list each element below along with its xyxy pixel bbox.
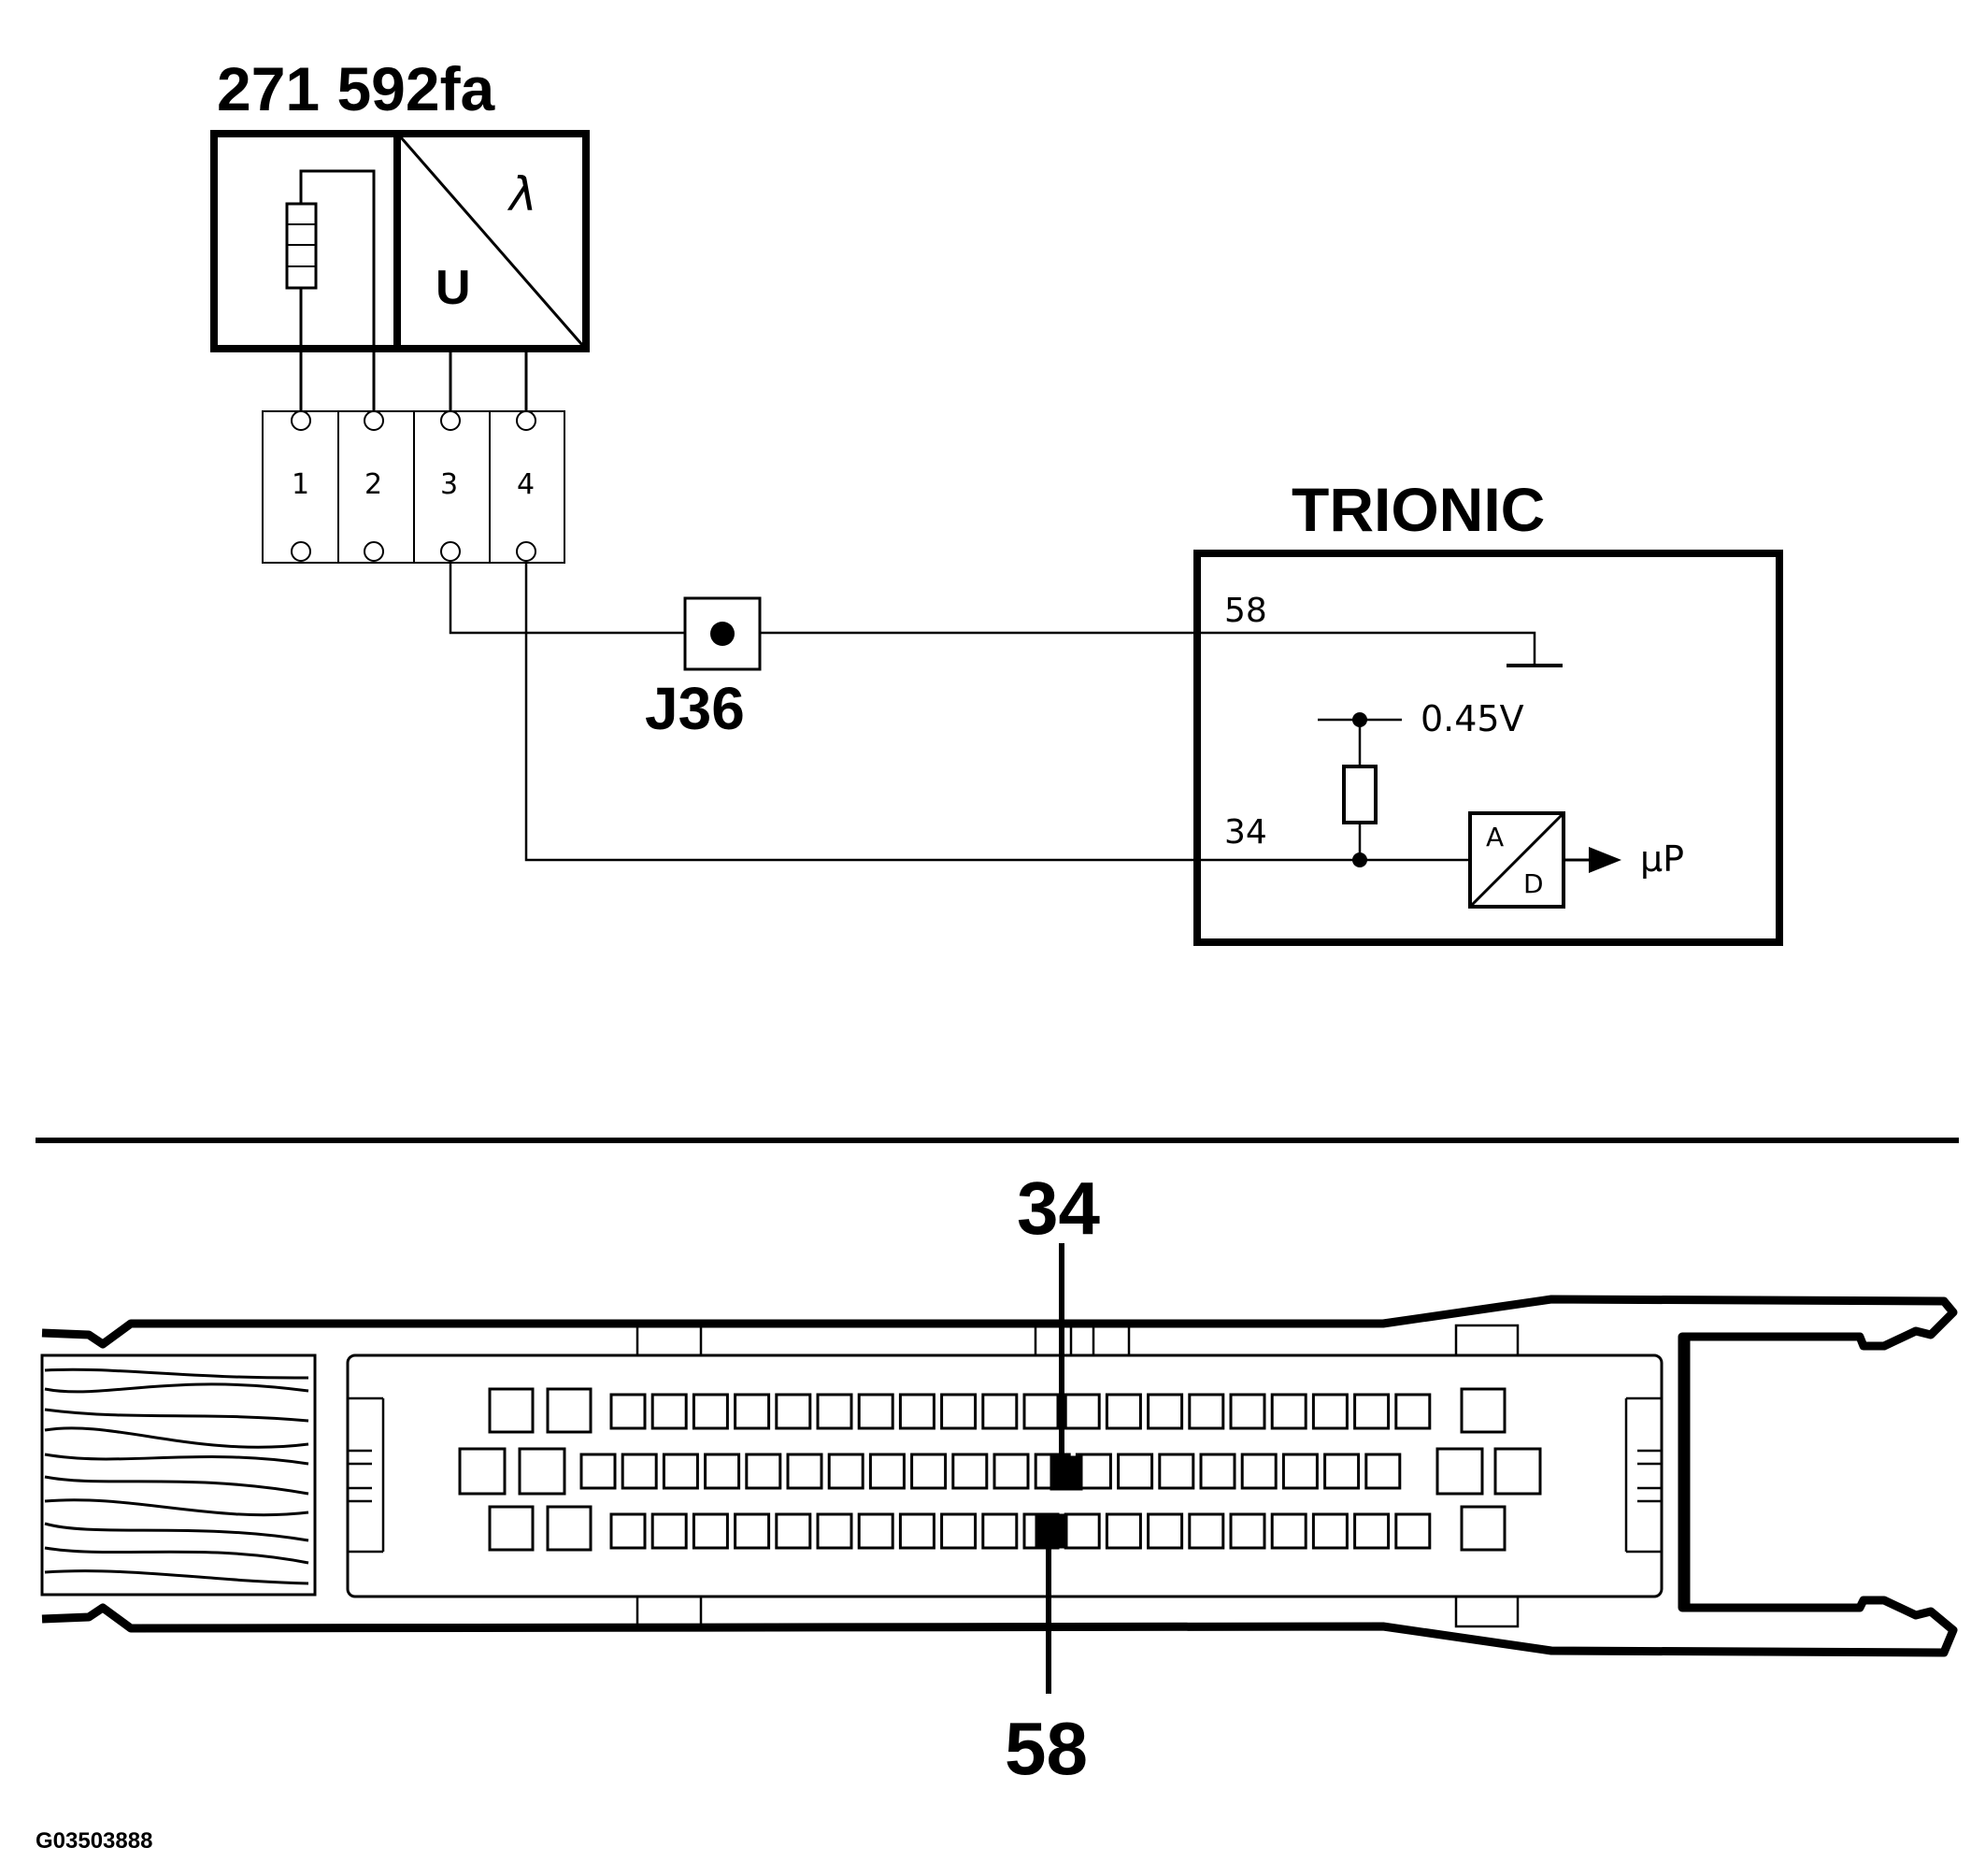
- pin-cavity: [1022, 1393, 1060, 1430]
- pin-cavity: [857, 1393, 894, 1430]
- pin-cavity: [1311, 1512, 1349, 1550]
- pin-cavity: [1394, 1512, 1432, 1550]
- pin-cavity: [1147, 1393, 1184, 1430]
- pin-cavity: [1394, 1393, 1432, 1430]
- pin-cavity: [1117, 1453, 1154, 1490]
- heater-resistor-icon: [285, 169, 376, 349]
- pin-cavity: [1229, 1512, 1266, 1550]
- oxygen-sensor: λ U: [210, 130, 590, 416]
- pin-cavity: [775, 1512, 812, 1550]
- callout-58: 58: [1005, 1707, 1088, 1790]
- pin-cavity: [1229, 1393, 1266, 1430]
- pin-cavity: [940, 1512, 978, 1550]
- pin-cavity: [579, 1453, 617, 1490]
- ecu-connector-drawing: [40, 1243, 1958, 1694]
- pin-cavity: [898, 1393, 935, 1430]
- lambda-symbol: λ: [507, 167, 537, 222]
- pin-cavity: [734, 1512, 771, 1550]
- pin-cavity: [662, 1453, 699, 1490]
- converter-label-d: D: [1523, 868, 1544, 899]
- pin-cavity: [1199, 1453, 1236, 1490]
- pin-cavity: [704, 1453, 741, 1490]
- pin-cavity: [1270, 1512, 1307, 1550]
- pin-cavity: [650, 1512, 688, 1550]
- pin-cavity: [951, 1453, 989, 1490]
- pullup-resistor-icon: [1342, 765, 1378, 824]
- arrow-right-icon: [1589, 847, 1621, 873]
- pin-cavity: [734, 1393, 771, 1430]
- pin-cavity: [1281, 1453, 1319, 1490]
- pin-cavity: [1158, 1453, 1195, 1490]
- pin-cavity: [1064, 1393, 1101, 1430]
- pin-cavity: [1311, 1393, 1349, 1430]
- voltage-symbol: U: [436, 261, 471, 315]
- pin-cavity: [1105, 1512, 1142, 1550]
- ecu-title: TRIONIC: [1292, 475, 1545, 544]
- pin-cavity: [621, 1453, 658, 1490]
- pin-cavity: [786, 1453, 823, 1490]
- pin-cavity: [1147, 1512, 1184, 1550]
- pin-cavity: [981, 1393, 1019, 1430]
- pin-cavity: [1240, 1453, 1278, 1490]
- pin-cavity: [650, 1393, 688, 1430]
- pin-cavity: [1064, 1512, 1101, 1550]
- pin-34-highlight: [1050, 1455, 1083, 1491]
- junction-j36: [683, 596, 762, 671]
- pin-cavity: [816, 1393, 853, 1430]
- pin-cavity: [775, 1393, 812, 1430]
- pin-cavity: [692, 1393, 729, 1430]
- pin-cavity: [868, 1453, 906, 1490]
- pin-cavity: [992, 1453, 1030, 1490]
- sensor-title: 271 592fa: [217, 54, 496, 123]
- pin-cavity: [1188, 1393, 1225, 1430]
- pin-cavity: [609, 1393, 647, 1430]
- connector-pin-4: 4: [517, 468, 535, 501]
- pin-cavity: [1105, 1393, 1142, 1430]
- ad-converter: A D: [1467, 811, 1621, 909]
- pin-cavity: [692, 1512, 729, 1550]
- pin-cavity: [981, 1512, 1019, 1550]
- pin-cavity: [940, 1393, 978, 1430]
- pin-cavity: [910, 1453, 948, 1490]
- ecu-pin-34: 34: [1224, 813, 1267, 852]
- pin-cavity: [1353, 1512, 1391, 1550]
- connector-pin-3: 3: [440, 468, 458, 501]
- callout-34: 34: [1017, 1167, 1100, 1250]
- wiring: [449, 561, 1563, 862]
- pin-cavity: [857, 1512, 894, 1550]
- reference-voltage: 0.45V: [1421, 698, 1524, 739]
- pin-58-highlight: [1035, 1513, 1068, 1549]
- sensor-connector: 1 2 3 4: [262, 410, 565, 564]
- pin-cavity: [1188, 1512, 1225, 1550]
- microprocessor-label: µP: [1640, 838, 1684, 880]
- pin-cavity: [816, 1512, 853, 1550]
- converter-diagonal: [399, 136, 584, 346]
- reference-network: [1318, 712, 1402, 867]
- pin-cavities: [579, 1393, 1432, 1550]
- pin-cavity: [898, 1512, 935, 1550]
- pin-cavity: [1364, 1453, 1402, 1490]
- junction-label: J36: [645, 675, 745, 742]
- converter-label-a: A: [1486, 822, 1504, 852]
- pin-cavity: [745, 1453, 782, 1490]
- pin-cavity: [827, 1453, 864, 1490]
- connector-pin-2: 2: [364, 468, 382, 501]
- pin-cavity: [609, 1512, 647, 1550]
- pin-cavity: [1270, 1393, 1307, 1430]
- pin-cavity: [1323, 1453, 1361, 1490]
- ecu-box: [1193, 550, 1783, 946]
- connector-pin-1: 1: [292, 468, 309, 501]
- pin-cavity: [1353, 1393, 1391, 1430]
- figure-id: G03503888: [36, 1828, 152, 1854]
- ecu-pin-58: 58: [1224, 592, 1267, 630]
